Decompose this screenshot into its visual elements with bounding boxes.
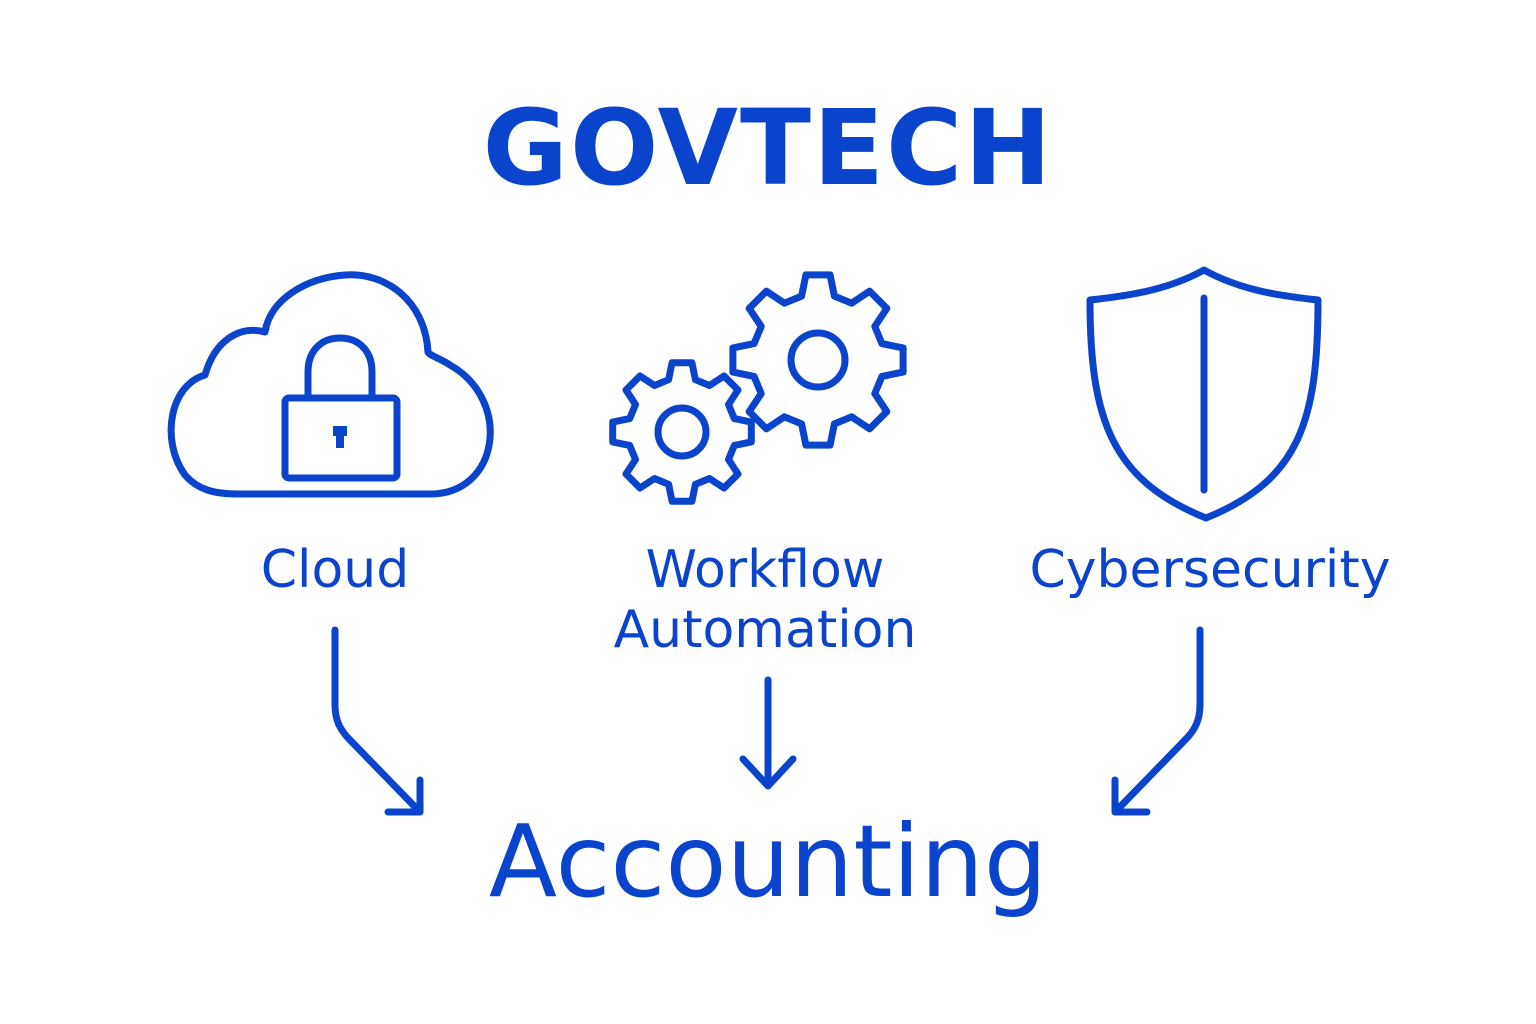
node-label-workflow-line1: Workflow — [645, 540, 885, 600]
cloud-lock-icon — [167, 271, 494, 498]
shield-icon — [1086, 266, 1322, 522]
arrow-cybersecurity-to-accounting — [1111, 626, 1204, 816]
gears-icon — [609, 271, 907, 505]
node-label-cloud: Cloud — [260, 540, 410, 600]
diagram-title: GOVTECH — [482, 87, 1054, 209]
target-accounting: Accounting — [488, 803, 1048, 920]
node-label-workflow-line2: Automation — [613, 600, 917, 660]
node-label-workflow: Workflow Automation — [565, 540, 965, 660]
arrow-cloud-to-accounting — [331, 626, 424, 816]
node-label-cybersecurity: Cybersecurity — [1029, 540, 1391, 600]
arrow-workflow-to-accounting — [739, 676, 797, 790]
